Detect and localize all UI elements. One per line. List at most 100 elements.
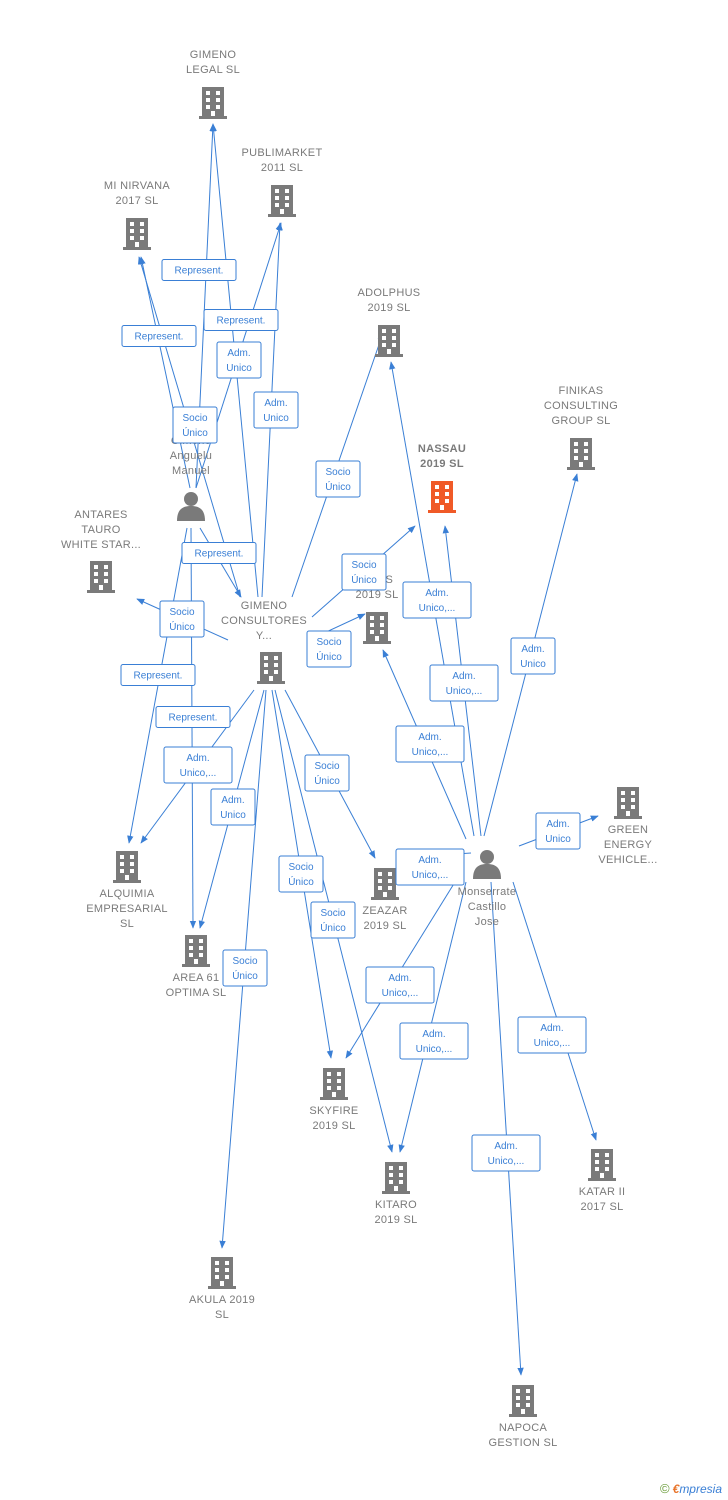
node-label: 2017 SL (115, 195, 158, 207)
node-label: GREEN (608, 824, 649, 836)
edge-label-text: Unico (263, 413, 289, 424)
edge-label-box (535, 812, 581, 850)
edge-label-gimeno_person-to-publimarket[interactable]: Represent. (203, 309, 279, 331)
node-label: 2017 SL (580, 1201, 623, 1213)
edge-label-monserrate-to-adolphus[interactable]: Adm.Unico,... (402, 581, 472, 619)
brand-logo-text: mpresia (679, 1482, 722, 1496)
edge-label-box (253, 391, 299, 429)
edge-label-box (510, 637, 556, 675)
edge-label-text: Adm. (186, 753, 209, 764)
edge-label-gimeno_person-to-gimeno_cons[interactable]: Represent. (181, 542, 257, 564)
node-label: GROUP SL (551, 415, 610, 427)
building-icon (182, 935, 210, 967)
edge-label-text: Adm. (221, 795, 244, 806)
node-label: SKYFIRE (309, 1105, 358, 1117)
edge-label-text: Adm. (521, 644, 544, 655)
edge-label-monserrate-to-jos2019[interactable]: Adm.Unico,... (395, 725, 465, 763)
node-label: 2019 SL (374, 1214, 417, 1226)
edge-label-monserrate-to-skyfire[interactable]: Adm.Unico,... (365, 966, 435, 1004)
node-label: Jose (475, 916, 499, 928)
edge-label-monserrate-to-zeazar[interactable]: Adm.Unico,... (395, 848, 465, 886)
edge-label-text: Represent. (169, 713, 218, 724)
edge-label-gimeno_cons-to-gimeno_legal[interactable]: Adm.Unico (216, 341, 262, 379)
edge-label-monserrate-to-finikas[interactable]: Adm.Unico (510, 637, 556, 675)
building-icon (268, 185, 296, 217)
building-icon (375, 325, 403, 357)
edge-label-monserrate-to-kitaro[interactable]: Adm.Unico,... (399, 1022, 469, 1060)
edge-label-box (155, 706, 231, 728)
node-kitaro[interactable]: KITARO 2019 SL (374, 1162, 417, 1226)
edge-label-text: Unico (220, 810, 246, 821)
edge-label-text: Represent. (195, 549, 244, 560)
person-icon (177, 492, 205, 521)
edge-label-monserrate-to-green_energy[interactable]: Adm.Unico (535, 812, 581, 850)
edge-label-text: Unico,... (419, 603, 456, 614)
node-label: FINIKAS (559, 385, 604, 397)
building-icon (588, 1149, 616, 1181)
edge-label-box (310, 901, 356, 939)
edge-label-gimeno_cons-to-area61[interactable]: Adm. Unico (210, 788, 256, 826)
edge-label-monserrate-to-katar[interactable]: Adm.Unico,... (517, 1016, 587, 1054)
edge-label-box (161, 259, 237, 281)
edge-label-box (315, 460, 361, 498)
node-katar[interactable]: KATAR II 2017 SL (579, 1149, 626, 1213)
edge-label-box (172, 406, 218, 444)
edge-label-box (120, 664, 196, 686)
edge-label-box (402, 581, 472, 619)
edge-label-gimeno_cons-to-publimarket[interactable]: Adm.Unico (253, 391, 299, 429)
edge-label-box (121, 325, 197, 347)
edge-monserrate-to-katar (512, 881, 597, 1141)
edge-label-gimeno_person-to-mi_nirvana[interactable]: Represent. (161, 259, 237, 281)
edge-label-text: Adm. (452, 671, 475, 682)
edge-label-text: Único (325, 480, 351, 493)
node-gimeno_person[interactable]: GimenoAngueluManuel (170, 435, 212, 521)
edge-label-text: Socio (169, 607, 194, 618)
edge-label-text: Único (169, 620, 195, 633)
edge-label-gimeno_cons-to-alquimia[interactable]: Adm.Unico,... (163, 746, 233, 784)
footer-brand[interactable]: ©€mpresia (660, 1481, 722, 1496)
edge-label-monserrate-to-nassau[interactable]: Adm.Unico,... (429, 664, 499, 702)
edge-label-monserrate-to-napoca[interactable]: Adm.Unico,... (471, 1134, 541, 1172)
building-icon (363, 612, 391, 644)
edge-label-box (203, 309, 279, 331)
node-label: KATAR II (579, 1186, 626, 1198)
edge-gimeno_person-to-mi_nirvana (139, 256, 191, 489)
node-label: KITARO (375, 1199, 417, 1211)
edge-label-gimeno_cons-to-mi_nirvana[interactable]: Represent. (121, 325, 197, 347)
node-label: GIMENO (190, 49, 237, 61)
node-label: 2019 SL (420, 458, 464, 470)
node-green_energy[interactable]: GREENENERGYVEHICLE... (598, 787, 657, 866)
edge-label-gimeno_person-to-alquimia[interactable]: Represent. (120, 664, 196, 686)
edge-label-box (163, 746, 233, 784)
building-icon (87, 561, 115, 593)
edge-label-gimeno_person-to-area61[interactable]: Represent. (155, 706, 231, 728)
edge-label-box (517, 1016, 587, 1054)
edge-label-text: Unico,... (412, 870, 449, 881)
brand-logo-initial: € (672, 1482, 680, 1496)
node-label: VEHICLE... (598, 854, 657, 866)
node-gimeno_cons[interactable]: GIMENOCONSULTORESY... (221, 600, 307, 684)
